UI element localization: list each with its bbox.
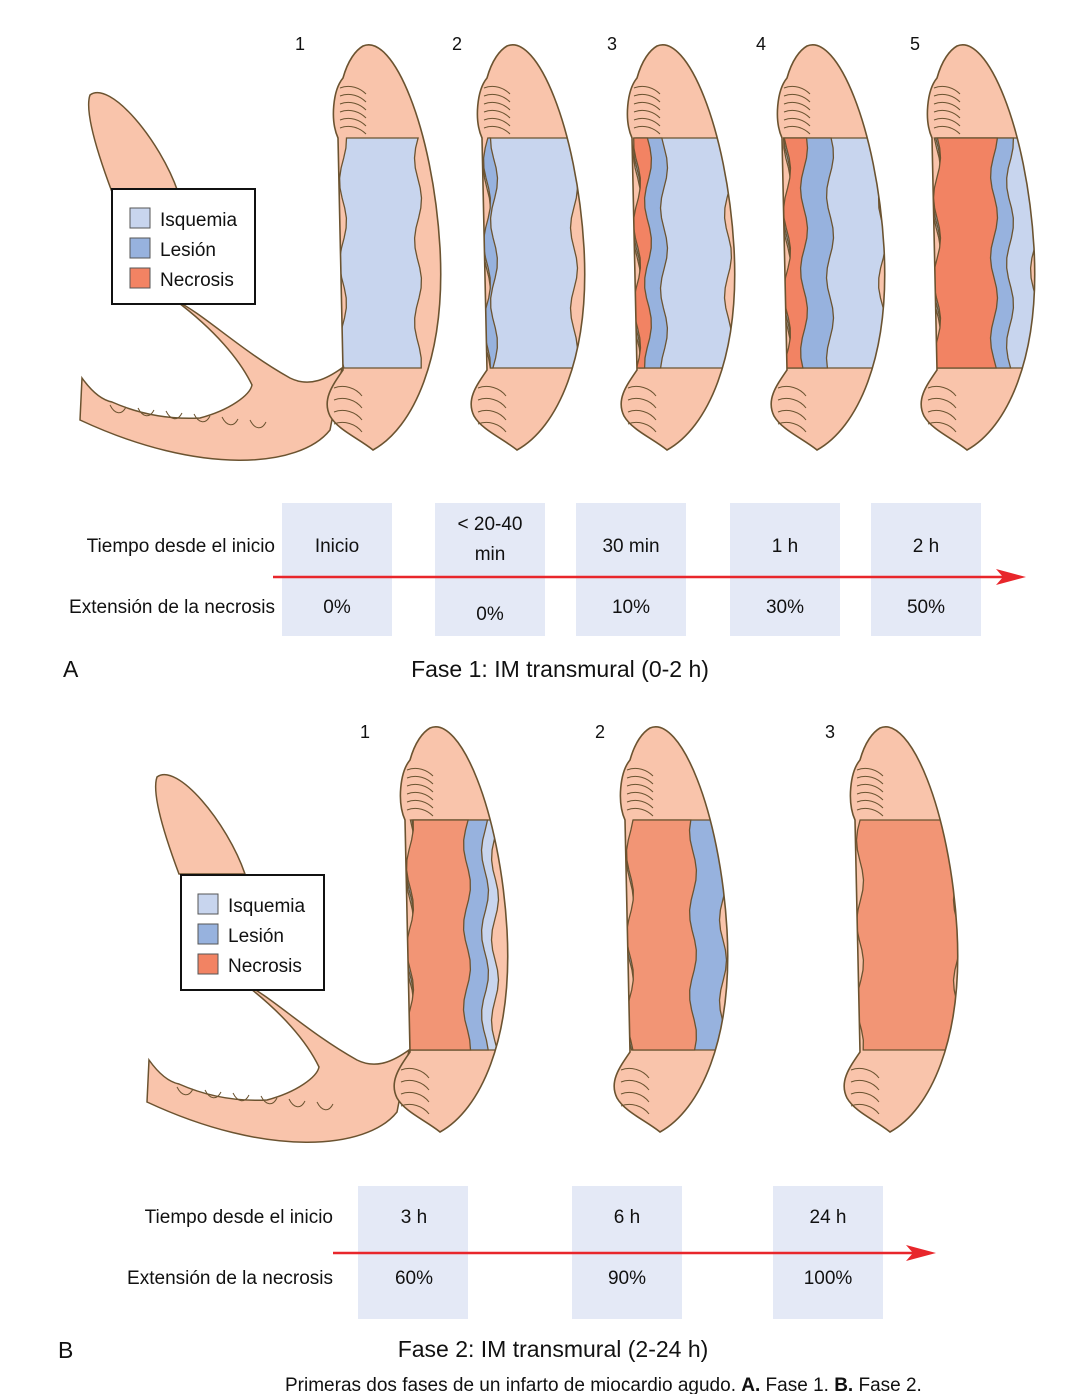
heart-base — [79, 92, 344, 461]
zone — [405, 819, 472, 1051]
row-label-time: Tiempo desde el inicio — [87, 536, 275, 557]
extent-value: 60% — [395, 1268, 433, 1289]
phase1-title: Fase 1: IM transmural (0-2 h) — [411, 656, 709, 682]
extent-value: 10% — [612, 597, 650, 618]
heart-slice — [843, 726, 959, 1133]
legend-swatch-isquemia — [197, 893, 219, 915]
time-value: 24 h — [810, 1207, 847, 1228]
zone — [625, 819, 698, 1051]
extent-value: 100% — [804, 1268, 853, 1289]
legend-swatch-isquemia — [129, 207, 151, 229]
legend-label: Necrosis — [160, 270, 234, 291]
heart-slice — [920, 44, 1036, 451]
heart-slice — [326, 44, 442, 451]
legend-swatch-necrosis — [129, 267, 151, 289]
heart-slices — [79, 44, 1036, 1143]
timeline-phase2: Tiempo desde el inicio Extensión de la n… — [127, 1186, 936, 1319]
zone — [855, 819, 958, 1051]
time-value: Inicio — [315, 536, 359, 557]
time-value: 30 min — [602, 536, 659, 557]
extent-value: 30% — [766, 597, 804, 618]
stage-number: 2 — [595, 722, 605, 742]
stage-number: 5 — [910, 34, 920, 54]
row-label-time: Tiempo desde el inicio — [145, 1207, 333, 1228]
panel-letter-b: B — [58, 1337, 73, 1363]
legend-phase2: Isquemia Lesión Necrosis — [180, 874, 325, 991]
heart-base — [146, 774, 411, 1143]
heart-slice — [770, 44, 886, 451]
panel-letter-a: A — [63, 656, 79, 682]
phase2-title: Fase 2: IM transmural (2-24 h) — [398, 1336, 709, 1362]
legend-label: Isquemia — [228, 896, 306, 917]
legend-label: Lesión — [160, 240, 216, 261]
time-value: < 20-40 — [458, 514, 523, 535]
stage-numbers-phase2: 1 2 3 — [360, 722, 835, 742]
time-value: 2 h — [913, 536, 939, 557]
zone — [338, 137, 423, 369]
zone — [482, 137, 579, 369]
arrow-head — [996, 569, 1026, 585]
time-value: 1 h — [772, 536, 798, 557]
timeline-phase1: Tiempo desde el inicio Extensión de la n… — [69, 503, 1026, 636]
legend-label: Necrosis — [228, 956, 302, 977]
zone — [482, 137, 499, 369]
time-value: min — [475, 544, 506, 565]
extent-value: 50% — [907, 597, 945, 618]
row-label-extent: Extensión de la necrosis — [69, 597, 275, 618]
legend-swatch-lesion — [129, 237, 151, 259]
row-label-extent: Extensión de la necrosis — [127, 1268, 333, 1289]
extent-value: 90% — [608, 1268, 646, 1289]
extent-value: 0% — [476, 604, 504, 625]
stage-number: 3 — [607, 34, 617, 54]
heart-slice — [470, 44, 586, 451]
stage-number: 3 — [825, 722, 835, 742]
heart-slice — [620, 44, 736, 451]
legend-label: Lesión — [228, 926, 284, 947]
extent-value: 0% — [323, 597, 351, 618]
heart-slice — [613, 726, 729, 1133]
time-value: 6 h — [614, 1207, 640, 1228]
stage-number: 2 — [452, 34, 462, 54]
stage-number: 1 — [360, 722, 370, 742]
stage-number: 4 — [756, 34, 766, 54]
stage-number: 1 — [295, 34, 305, 54]
heart-slice — [393, 726, 509, 1133]
legend-swatch-necrosis — [197, 953, 219, 975]
legend-swatch-lesion — [197, 923, 219, 945]
arrow-head — [906, 1245, 936, 1261]
stage-numbers-phase1: 1 2 3 4 5 — [295, 34, 920, 54]
legend-label: Isquemia — [160, 210, 238, 231]
legend-phase1: Isquemia Lesión Necrosis — [111, 188, 256, 305]
zone — [932, 137, 999, 369]
figure-caption: Primeras dos fases de un infarto de mioc… — [285, 1375, 922, 1394]
time-value: 3 h — [401, 1207, 427, 1228]
